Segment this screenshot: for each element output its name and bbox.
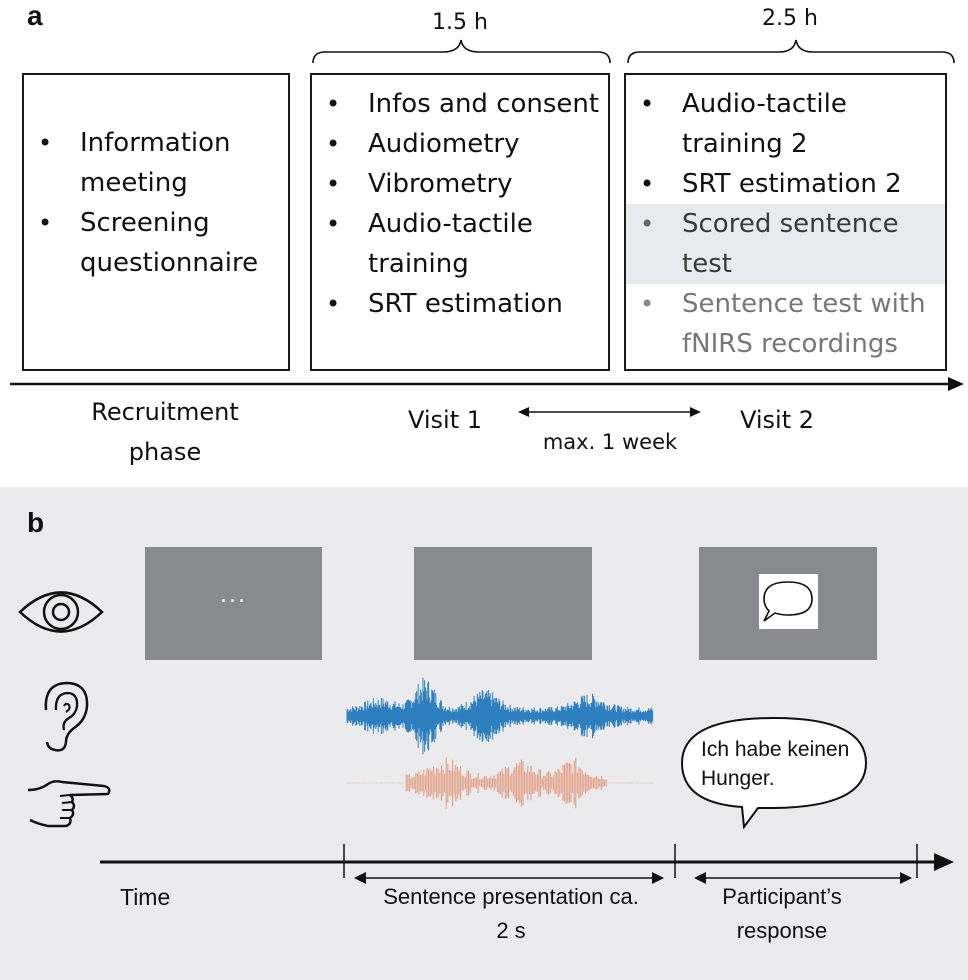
visit1-label: Visit 1 — [407, 406, 483, 434]
recruitment-phase-label: Recruitment phase — [91, 398, 239, 466]
time-label: Time — [120, 884, 171, 910]
visit2-item: SRT estimation 2 — [626, 164, 945, 204]
interval-label: max. 1 week — [542, 430, 678, 454]
speech-bubble-text: Ich habe keinen Hunger. — [701, 738, 850, 790]
panel-a-label: a — [27, 0, 43, 31]
eye-icon — [18, 591, 104, 633]
recruitment-box: Information meeting Screening questionna… — [22, 73, 290, 371]
visit2-box: Audio-tactile training 2 SRT estimation … — [624, 73, 947, 371]
visit1-duration: 1.5 h — [432, 10, 488, 35]
visit2-label: Visit 2 — [739, 406, 815, 434]
sentence-presentation-label: Sentence presentation ca. 2 s — [383, 884, 639, 943]
waveform-trace — [346, 677, 654, 755]
visit2-item: Audio-tactile training 2 — [626, 84, 945, 164]
visit1-item: Audiometry — [312, 124, 608, 164]
response-speech-bubble — [680, 716, 868, 830]
blank-screen — [414, 547, 592, 660]
participant-response-label: Participant’s response — [722, 884, 842, 943]
visit1-list: Infos and consent Audiometry Vibrometry … — [312, 84, 608, 324]
fixation-screen: ... — [145, 547, 322, 660]
timeline-a — [10, 377, 964, 391]
recruitment-item: Information meeting — [24, 123, 288, 203]
duration-braces — [312, 39, 955, 64]
ear-icon — [44, 681, 89, 752]
response-screen — [699, 547, 877, 660]
timeline-a-arrowhead — [948, 377, 964, 391]
visit1-item: Infos and consent — [312, 84, 608, 124]
visit2-list: Audio-tactile training 2 SRT estimation … — [626, 84, 945, 364]
visit1-item: Vibrometry — [312, 164, 608, 204]
fixation-dots: ... — [220, 583, 247, 608]
interval-arrow — [518, 407, 701, 417]
audio-waveform — [346, 677, 654, 755]
panel-b-label: b — [27, 507, 45, 538]
visit2-duration: 2.5 h — [762, 6, 818, 31]
tactile-waveform — [346, 757, 654, 809]
segment-arrows — [354, 872, 912, 884]
time-axis-arrowhead — [934, 853, 954, 871]
visit2-item-greyed: Sentence test with fNIRS recordings — [626, 284, 945, 364]
visit1-box: Infos and consent Audiometry Vibrometry … — [310, 73, 610, 371]
visit1-item: Audio-tactile training — [312, 204, 608, 284]
visit2-brace — [627, 39, 955, 64]
visit2-item-highlighted: Scored sentence test — [626, 204, 945, 284]
waveform-trace — [346, 757, 654, 809]
visit1-item: SRT estimation — [312, 284, 608, 324]
time-axis — [100, 844, 954, 878]
recruitment-list: Information meeting Screening questionna… — [24, 123, 288, 283]
recruitment-item: Screening questionnaire — [24, 203, 288, 283]
response-cue — [759, 574, 818, 629]
visit1-brace — [312, 39, 611, 64]
pointing-hand-icon — [27, 780, 111, 828]
speech-bubble-icon — [763, 581, 813, 622]
